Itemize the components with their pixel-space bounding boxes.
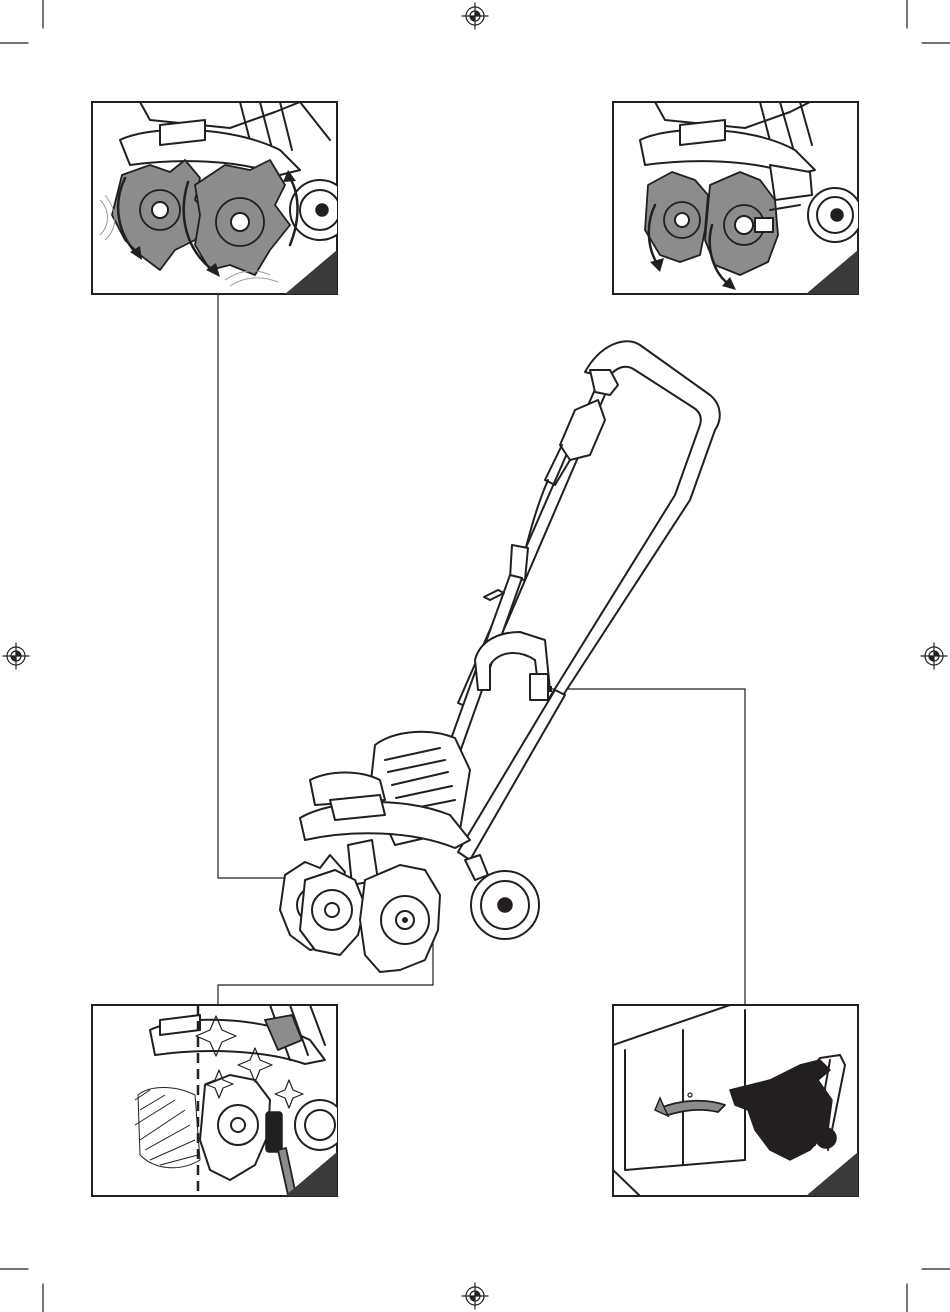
cultivator-illustration [280, 341, 720, 972]
registration-mark-top [462, 3, 488, 29]
panel-storage [613, 1005, 858, 1196]
panel-tine-removal [613, 102, 862, 294]
registration-mark-left [3, 643, 29, 669]
registration-mark-right [921, 643, 947, 669]
registration-mark-bottom [462, 1283, 488, 1309]
panel-cleaning [92, 1005, 345, 1196]
panel-rotating-tines [92, 102, 350, 294]
